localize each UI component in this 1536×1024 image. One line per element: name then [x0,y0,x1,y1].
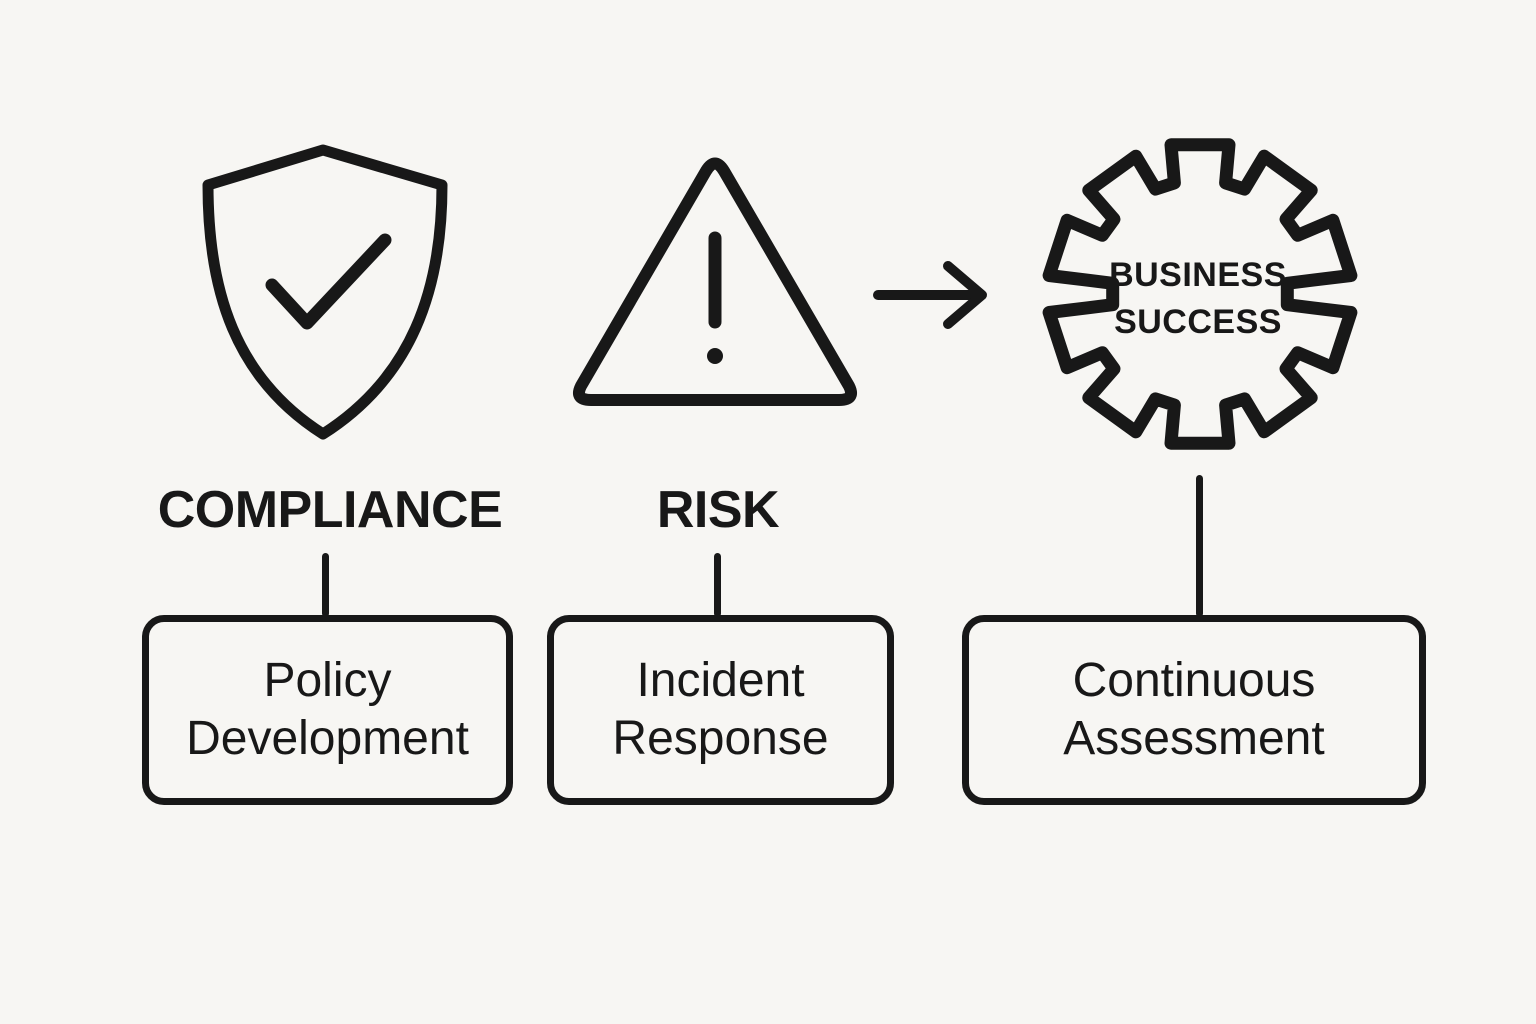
connector-compliance [322,553,329,617]
incident-response-box: Incident Response [547,615,894,805]
incident-response-box-label: Incident Response [612,654,829,765]
warning-triangle-icon [573,157,857,406]
compliance-label: COMPLIANCE [157,481,503,539]
policy-development-box-label: Policy Development [186,654,469,765]
policy-development-box: Policy Development [142,615,513,805]
continuous-assessment-box: Continuous Assessment [962,615,1426,805]
shield-check-icon [202,144,448,440]
connector-business-success [1196,475,1203,617]
risk-label: RISK [656,481,780,539]
gear-label: BUSINESS SUCCESS [1109,256,1287,341]
gear-icon [1042,138,1358,450]
connector-risk [714,553,721,617]
arrow-right-icon [873,261,987,329]
continuous-assessment-box-label: Continuous Assessment [1063,654,1325,765]
